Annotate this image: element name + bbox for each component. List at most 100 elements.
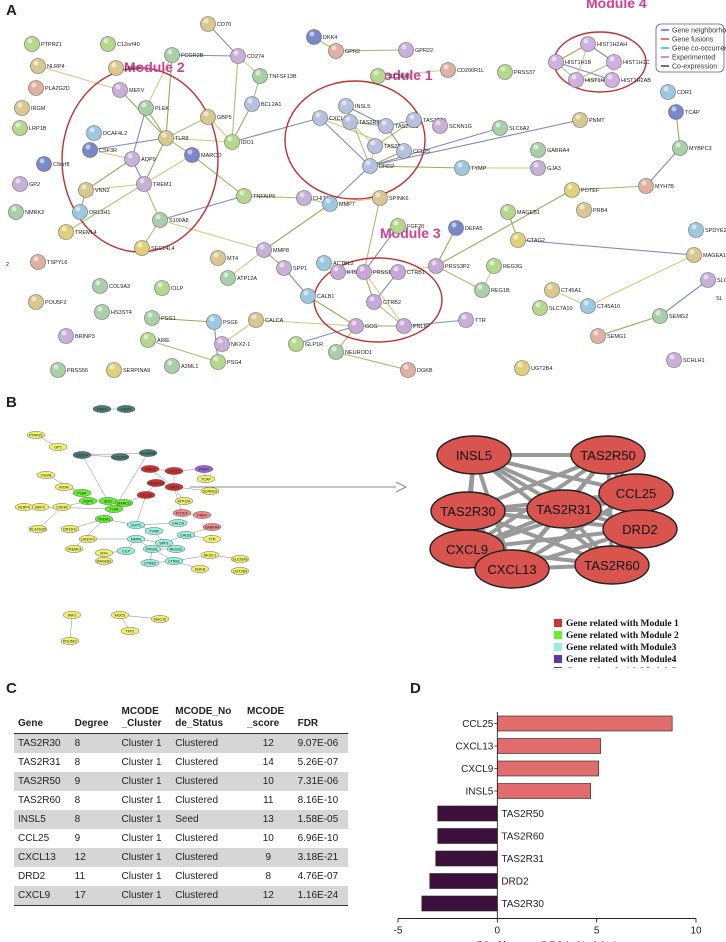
x-axis-label: FC of immune DEG in Module 1 <box>476 941 618 942</box>
small-node-label: HS3ST4 <box>81 538 95 542</box>
node-highlight <box>11 206 17 212</box>
cluster-node-label: CXCL9 <box>446 542 488 557</box>
network-edge <box>597 315 661 337</box>
network-edge <box>89 137 167 151</box>
node-label: NEUROD1 <box>345 350 372 356</box>
node-label: GPR2 <box>345 49 360 55</box>
network-node <box>514 360 530 376</box>
node-highlight <box>209 316 215 322</box>
node-label: IRGM <box>31 106 46 112</box>
network-node <box>28 80 44 96</box>
node-highlight <box>369 296 375 302</box>
node-label: DRD2 <box>379 164 394 170</box>
network-node <box>396 318 412 334</box>
node-label: HIST1H1B <box>565 60 592 66</box>
node-label: CD200R1L <box>457 68 484 74</box>
node-highlight <box>331 45 337 51</box>
bar <box>497 738 601 754</box>
node-highlight <box>477 284 483 290</box>
node-highlight <box>381 120 387 126</box>
table-cell: 12 <box>242 733 294 753</box>
network-node <box>220 270 236 286</box>
node-label: CT45A10 <box>597 304 620 310</box>
small-node-label: TCAP <box>201 478 211 482</box>
small-node-label: DKK4 <box>97 408 106 412</box>
network-node <box>24 36 40 52</box>
node-label: HIST1H1C <box>623 60 650 66</box>
network-edge <box>435 265 483 291</box>
category-label: TAS2R30 <box>501 899 544 910</box>
node-highlight <box>315 112 321 118</box>
network-node <box>564 182 580 198</box>
network-edge <box>335 351 409 371</box>
node-label: POU5F2 <box>45 300 66 306</box>
node-label: GJA3 <box>547 166 561 172</box>
network-edge <box>363 197 381 273</box>
small-network-node <box>144 527 164 535</box>
node-highlight <box>213 356 219 362</box>
network-node <box>248 312 264 328</box>
node-label: TREM1 <box>153 182 172 188</box>
table-header-row: Gene Degree MCODE _Cluster MCODE_No de_S… <box>14 703 348 734</box>
table-cell: 17 <box>70 886 118 906</box>
node-highlight <box>97 306 103 312</box>
small-network-node <box>60 637 80 645</box>
network-node <box>312 110 328 126</box>
network-node <box>530 142 546 158</box>
node-highlight <box>75 206 81 212</box>
small-network-node <box>60 525 80 533</box>
network-node <box>276 260 292 276</box>
network-node <box>164 358 180 374</box>
small-network-node <box>168 519 188 527</box>
node-label: SEMG2 <box>669 314 688 320</box>
table-cell: 11 <box>263 795 274 806</box>
table-cell: CXCL13 <box>14 848 71 867</box>
node-highlight <box>299 192 305 198</box>
small-network-node <box>126 535 146 543</box>
bar <box>497 760 599 777</box>
node-label: BRINP3 <box>75 334 95 340</box>
bar <box>437 828 498 844</box>
node-highlight <box>17 102 23 108</box>
node-label: SEC14L4 <box>151 246 175 252</box>
x-tick-label: 5 <box>594 926 600 937</box>
small-node-label: IRGM <box>59 486 68 490</box>
node-highlight <box>303 290 309 296</box>
legend-label: Gene co-occurrence <box>672 46 726 53</box>
node-label: SCHLH1 <box>683 358 705 364</box>
table-cell: Cluster 1 <box>117 733 172 753</box>
small-node-label: REG3G <box>170 548 183 552</box>
small-network-node <box>140 559 160 567</box>
node-label: SPDYE2 <box>705 228 726 234</box>
network-node <box>8 204 24 220</box>
table-cell: 8.16E-10 <box>297 795 339 806</box>
node-label: MYH7B <box>655 184 674 190</box>
bar <box>497 783 592 799</box>
network-edge <box>319 117 405 152</box>
legend-label: Gene related with Module 2 <box>566 631 679 641</box>
table-cell: DRD2 <box>18 871 46 882</box>
node-highlight <box>513 234 519 240</box>
node-highlight <box>401 44 407 50</box>
network-node <box>492 120 508 136</box>
network-node <box>458 312 474 328</box>
table-cell: CCL25 <box>18 833 50 844</box>
network-node <box>316 255 332 271</box>
network-node <box>686 247 702 263</box>
node-highlight <box>671 106 677 112</box>
network-node <box>112 82 128 98</box>
cluster-node-label: CCL25 <box>616 486 656 501</box>
node-highlight <box>167 49 173 55</box>
network-node <box>700 272 716 288</box>
small-node-label: FCGR2B <box>141 452 156 456</box>
small-node-label: GABRA4 <box>205 526 220 530</box>
table-cell: Clustered <box>175 795 219 806</box>
node-label: CXCL13 <box>329 116 350 122</box>
node-highlight <box>203 111 209 117</box>
small-network-node <box>176 531 196 539</box>
node-highlight <box>309 31 315 37</box>
network-node <box>306 29 322 45</box>
network-node <box>214 336 230 352</box>
